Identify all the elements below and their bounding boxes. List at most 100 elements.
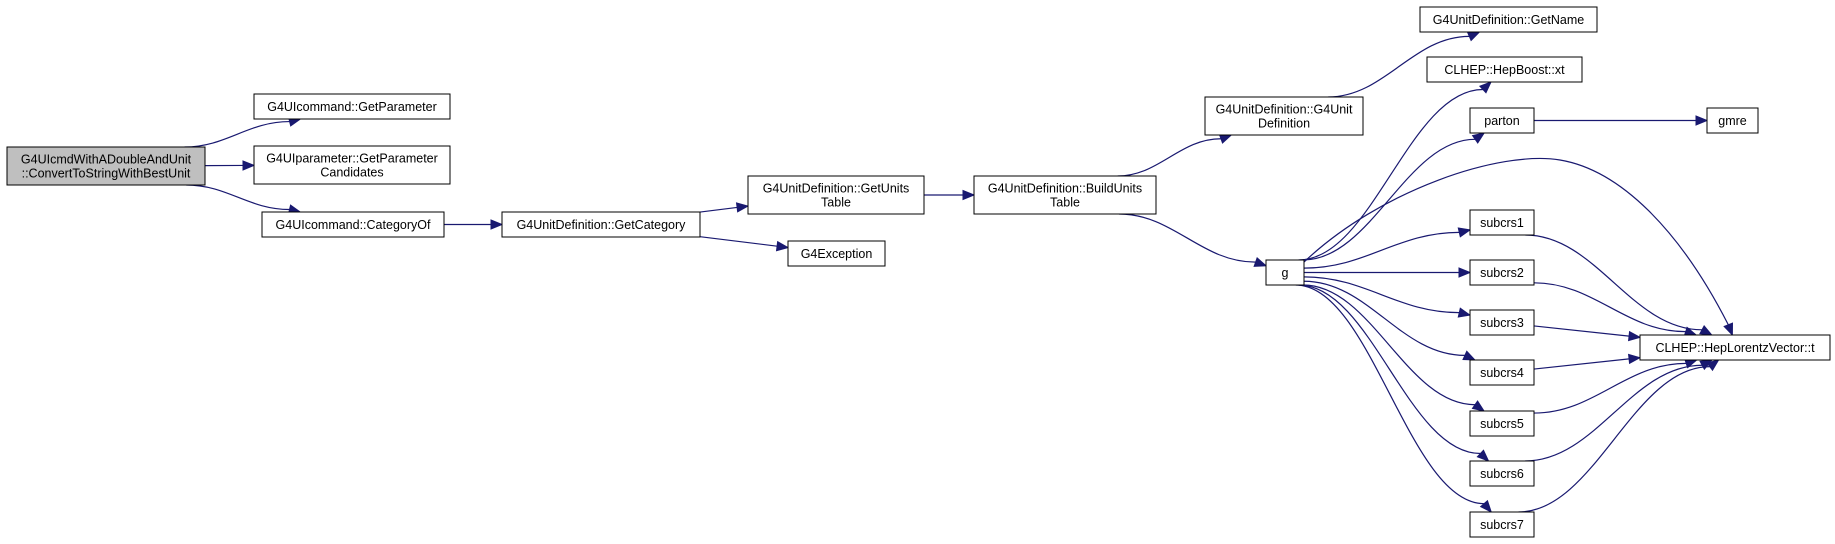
edge-subcrs3-to-lorentz [1533, 325, 1630, 337]
node-root-label-line: G4UIcmdWithADoubleAndUnit [21, 153, 192, 167]
node-lorentz[interactable]: CLHEP::HepLorentzVector::t [1639, 334, 1831, 361]
edge-g-to-subcrs3-arrowhead [1457, 307, 1472, 318]
edge-g-to-subcrs1-arrowhead [1457, 227, 1472, 238]
edge-g-to-lorentz-arrowhead [1723, 322, 1733, 337]
node-subcrs7-box [1469, 511, 1535, 538]
node-getParamCand-label-line: Candidates [320, 166, 383, 180]
node-getCategory[interactable]: G4UnitDefinition::GetCategory [501, 211, 701, 238]
node-subcrs2-box [1469, 259, 1535, 286]
node-getParamCand-box [253, 145, 451, 185]
node-subcrs5[interactable]: subcrs5 [1469, 410, 1535, 437]
edge-g4UnitDef-to-getName [1328, 35, 1470, 98]
node-root-label-line: ::ConvertToStringWithBestUnit [22, 167, 191, 181]
node-buildUnitsTable-label-line: G4UnitDefinition::BuildUnits [988, 182, 1142, 196]
edge-subcrs1-to-lorentz-arrowhead [1699, 324, 1713, 336]
node-subcrs7[interactable]: subcrs7 [1469, 511, 1535, 538]
node-getParameter-box [253, 93, 451, 120]
edge-g-to-subcrs3 [1303, 276, 1460, 314]
edge-getUnitsTable-to-buildUnitsTable-arrowhead [962, 189, 976, 201]
edge-getCategory-to-getUnitsTable [699, 206, 738, 213]
node-layer: G4UIcmdWithADoubleAndUnit::ConvertToStri… [6, 6, 1831, 538]
node-subcrs4-box [1469, 359, 1535, 386]
node-getCategory-box [501, 211, 701, 238]
node-subcrs1-label-line: subcrs1 [1480, 216, 1524, 230]
node-g4UnitDef-label-line: Definition [1258, 117, 1310, 131]
node-getParameter[interactable]: G4UIcommand::GetParameter [253, 93, 451, 120]
node-g4UnitDef-label-line: G4UnitDefinition::G4Unit [1216, 103, 1353, 117]
node-getUnitsTable-box [747, 175, 925, 215]
edge-subcrs2-to-lorentz [1533, 282, 1686, 333]
edge-root-to-getParameter [184, 120, 290, 148]
node-g4Exception-box [787, 240, 886, 267]
node-getParameter-label-line: G4UIcommand::GetParameter [267, 100, 437, 114]
node-subcrs7-label-line: subcrs7 [1480, 518, 1524, 532]
node-subcrs1[interactable]: subcrs1 [1469, 209, 1535, 236]
edge-g-to-parton [1302, 138, 1476, 261]
edge-subcrs4-to-lorentz-arrowhead [1628, 353, 1642, 365]
node-hepBoost-label-line: CLHEP::HepBoost::xt [1444, 63, 1565, 77]
edge-g-to-subcrs4-arrowhead [1462, 350, 1477, 361]
node-subcrs2-label-line: subcrs2 [1480, 266, 1524, 280]
node-buildUnitsTable-label-line: Table [1050, 196, 1080, 210]
node-subcrs3-box [1469, 309, 1535, 336]
node-subcrs3[interactable]: subcrs3 [1469, 309, 1535, 336]
node-getName[interactable]: G4UnitDefinition::GetName [1419, 6, 1598, 33]
edge-subcrs4-to-lorentz [1533, 358, 1630, 370]
edge-subcrs6-to-lorentz [1525, 364, 1703, 462]
node-g[interactable]: g [1265, 259, 1305, 286]
node-root-box [6, 146, 206, 186]
node-subcrs6[interactable]: subcrs6 [1469, 460, 1535, 487]
edge-getCategory-to-getUnitsTable-arrowhead [735, 202, 750, 213]
node-categoryOf-box [261, 211, 445, 238]
edge-g4UnitDef-to-getName-arrowhead [1466, 31, 1481, 42]
node-root[interactable]: G4UIcmdWithADoubleAndUnit::ConvertToStri… [6, 146, 206, 186]
node-gmre[interactable]: gmre [1706, 107, 1759, 134]
edge-g-to-subcrs4 [1303, 280, 1465, 356]
node-gmre-label-line: gmre [1718, 114, 1747, 128]
edge-getCategory-to-g4Exception [699, 236, 778, 247]
edge-subcrs3-to-lorentz-arrowhead [1628, 330, 1642, 342]
node-hepBoost[interactable]: CLHEP::HepBoost::xt [1426, 56, 1583, 83]
node-subcrs6-label-line: subcrs6 [1480, 467, 1524, 481]
node-subcrs1-box [1469, 209, 1535, 236]
node-subcrs4[interactable]: subcrs4 [1469, 359, 1535, 386]
node-parton[interactable]: parton [1469, 107, 1535, 134]
node-g-label-line: g [1282, 266, 1289, 280]
edge-getCategory-to-g4Exception-arrowhead [775, 240, 790, 252]
edge-root-to-getParamCand-arrowhead [242, 160, 256, 171]
edge-g-to-subcrs6 [1298, 284, 1481, 455]
edge-g-to-subcrs6-arrowhead [1476, 449, 1490, 462]
edge-g-to-hepBoost-arrowhead [1478, 81, 1492, 94]
edge-subcrs7-to-lorentz-arrowhead [1706, 359, 1720, 372]
edge-g-to-subcrs5 [1302, 284, 1476, 406]
edge-g-to-subcrs5-arrowhead [1471, 400, 1486, 412]
edge-subcrs1-to-lorentz [1525, 234, 1703, 331]
edge-subcrs7-to-lorentz [1518, 366, 1710, 513]
node-subcrs4-label-line: subcrs4 [1480, 366, 1524, 380]
edge-buildUnitsTable-to-g-arrowhead [1253, 257, 1268, 267]
node-subcrs3-label-line: subcrs3 [1480, 316, 1524, 330]
node-subcrs5-label-line: subcrs5 [1480, 417, 1524, 431]
node-getName-label-line: G4UnitDefinition::GetName [1433, 13, 1585, 27]
node-getParamCand-label-line: G4UIparameter::GetParameter [266, 152, 438, 166]
node-g4Exception[interactable]: G4Exception [787, 240, 886, 267]
edge-layer [184, 31, 1733, 514]
node-g4UnitDef-box [1204, 96, 1364, 136]
node-gmre-box [1706, 107, 1759, 134]
node-buildUnitsTable-box [973, 175, 1157, 215]
edge-g-to-hepBoost [1298, 88, 1483, 261]
edge-buildUnitsTable-to-g [1118, 213, 1256, 263]
edge-g-to-subcrs1 [1303, 231, 1460, 269]
edge-buildUnitsTable-to-g4UnitDef-arrowhead [1218, 133, 1233, 144]
node-categoryOf[interactable]: G4UIcommand::CategoryOf [261, 211, 445, 238]
edge-g-to-subcrs2-arrowhead [1458, 267, 1472, 278]
node-subcrs2[interactable]: subcrs2 [1469, 259, 1535, 286]
node-g4UnitDef[interactable]: G4UnitDefinition::G4UnitDefinition [1204, 96, 1364, 136]
edge-root-to-categoryOf [186, 184, 290, 211]
edge-subcrs5-to-lorentz [1533, 362, 1687, 414]
edge-categoryOf-to-getCategory-arrowhead [490, 219, 504, 230]
